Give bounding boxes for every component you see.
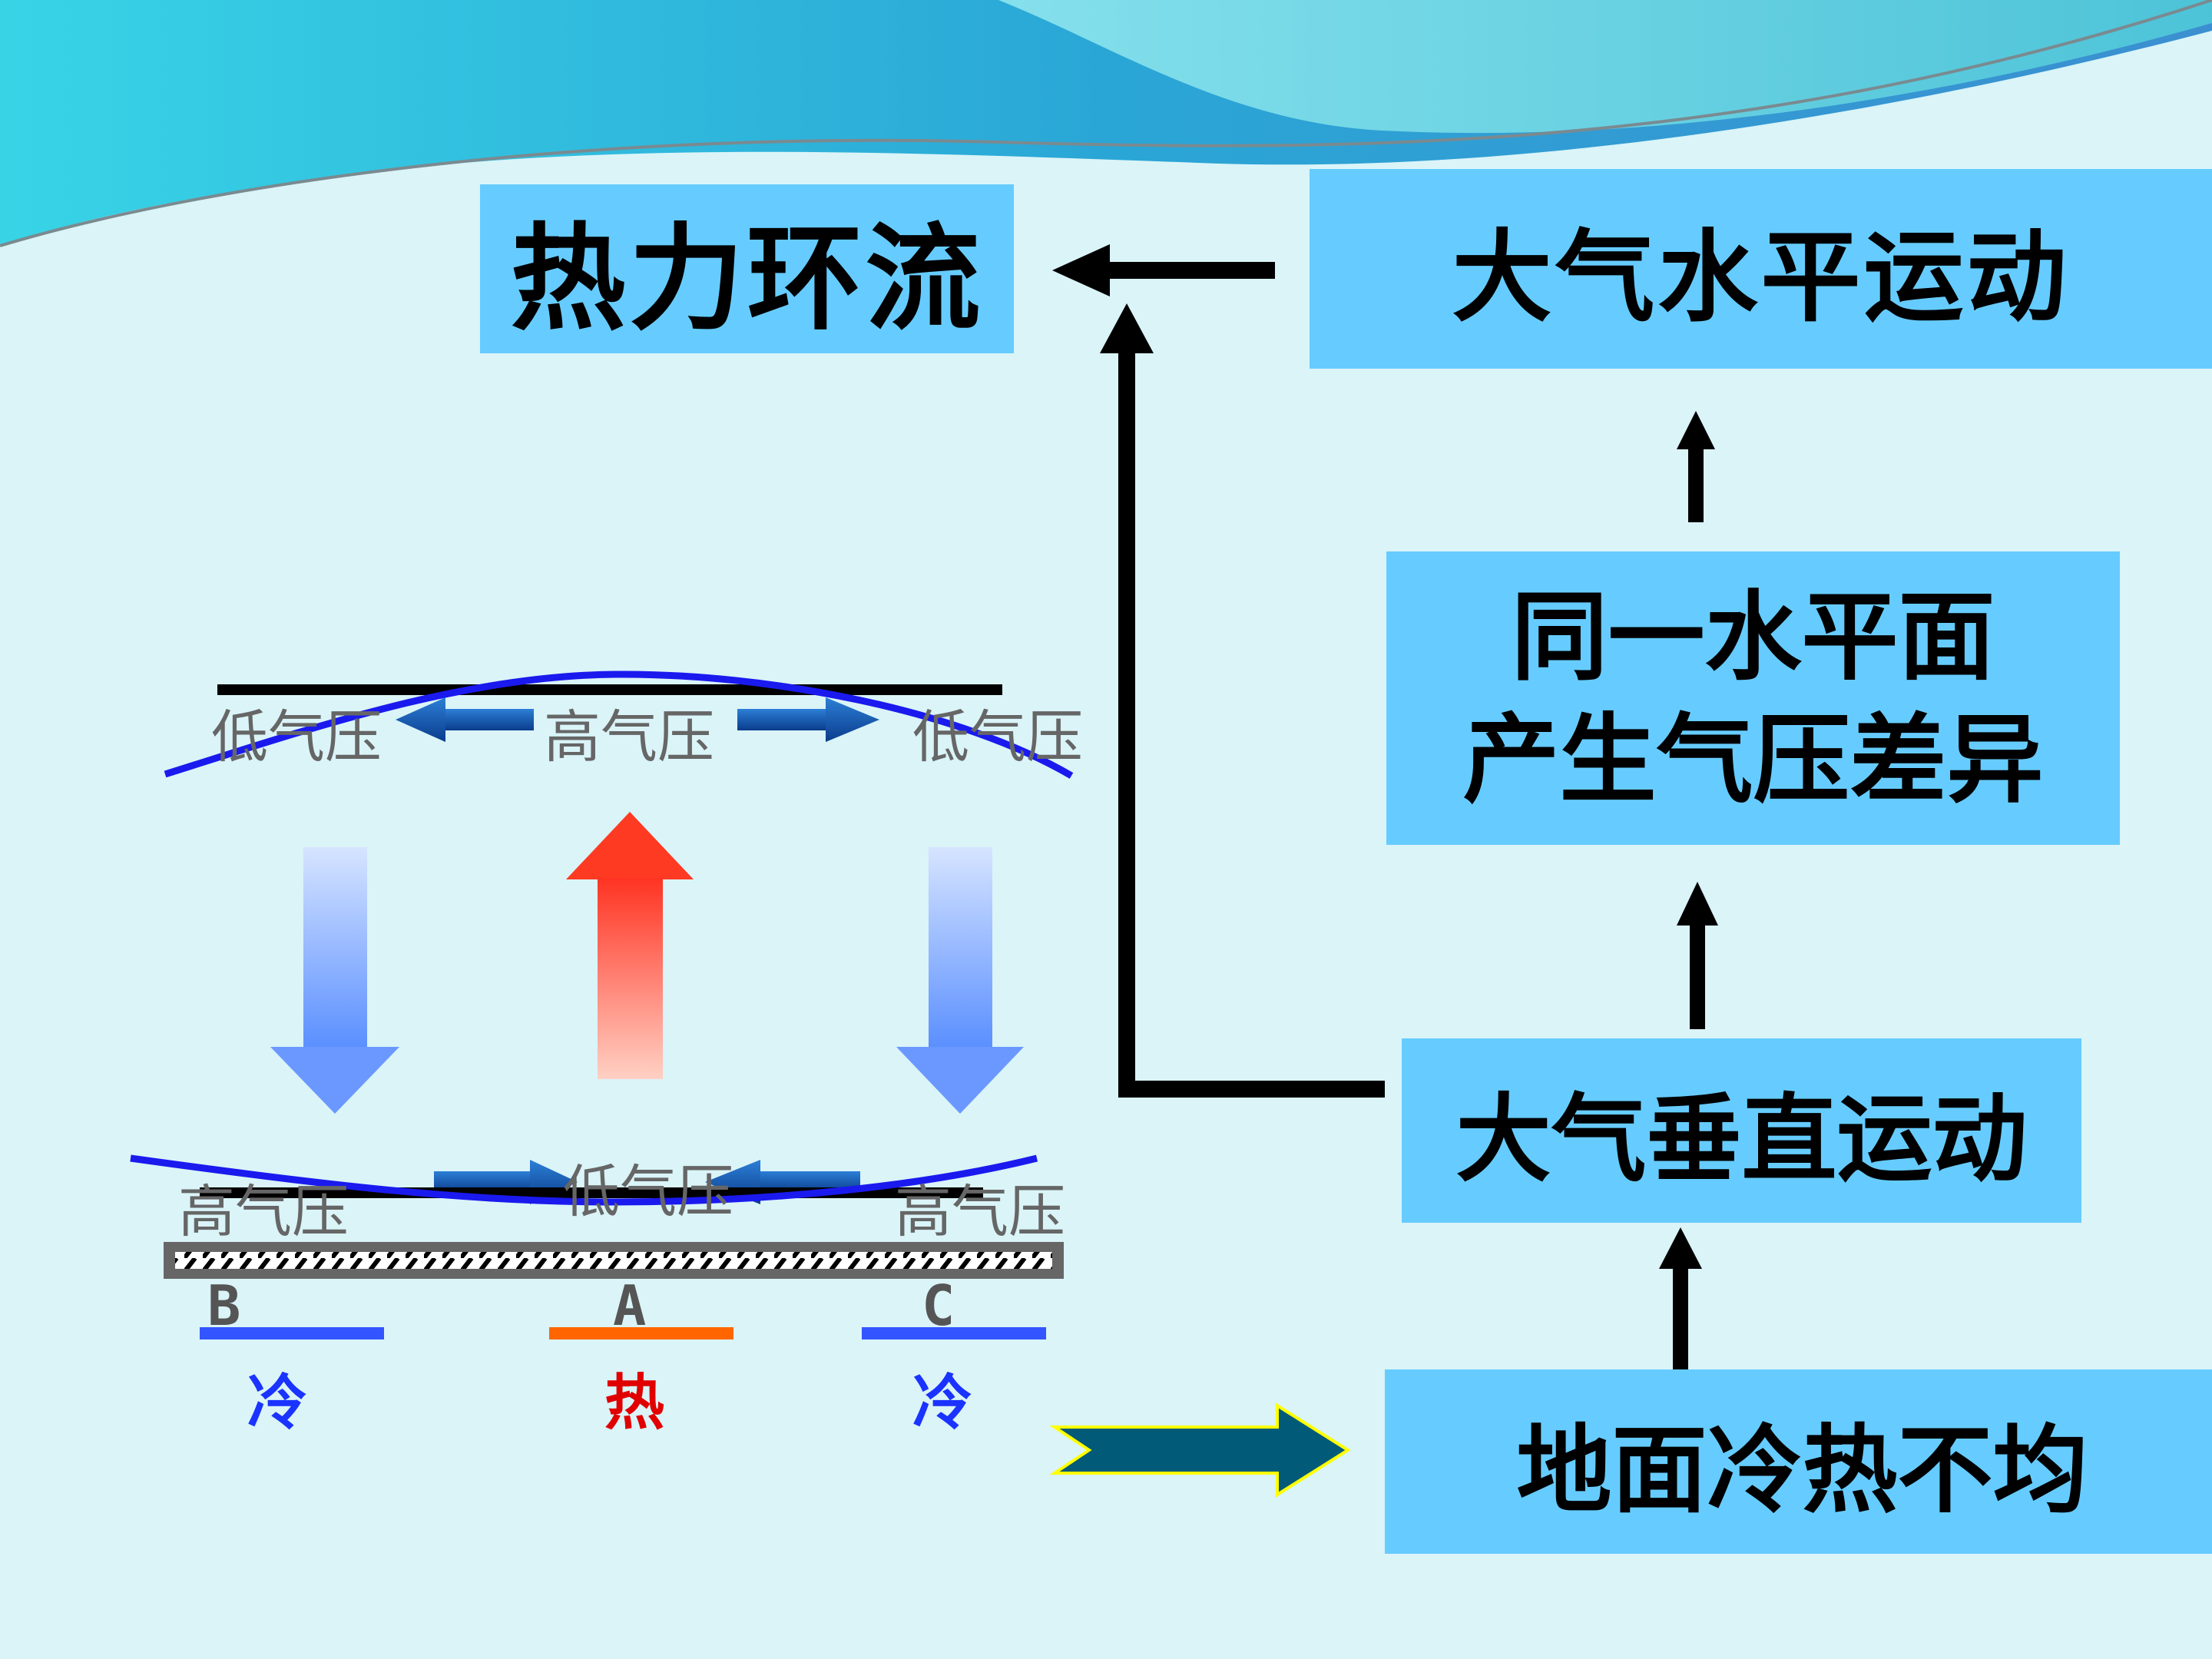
upper-arrow-right (737, 697, 879, 742)
cold-label-c: 冷 (912, 1369, 973, 1438)
lower-left-pressure-label: 高气压 (178, 1179, 349, 1245)
ground-uneven-text: 地面冷热不均 (1516, 1415, 2088, 1526)
upper-level (164, 671, 1074, 779)
upper-left-pressure-label: 低气压 (211, 704, 382, 770)
point-b-label: B (207, 1273, 241, 1338)
horizontal-motion-box: 大气水平运动 (1310, 169, 2212, 369)
ground-uneven-box: 地面冷热不均 (1385, 1369, 2212, 1554)
point-c-label: C (922, 1273, 955, 1338)
title-box: 热力环流 (480, 184, 1014, 353)
vertical-arrows (270, 812, 1024, 1114)
upper-arrow-left (396, 697, 534, 742)
surface-bars (200, 1327, 1046, 1339)
lower-right-pressure-label: 高气压 (895, 1179, 1065, 1245)
flow-arrows (1052, 244, 1718, 1369)
header-wave (0, 0, 2212, 247)
pressure-difference-box: 同一水平面 产生气压差异 (1386, 551, 2120, 845)
down-arrow-left (270, 847, 399, 1114)
pointer-arrow (1049, 1402, 1351, 1498)
pressure-difference-line1: 同一水平面 (1511, 580, 1995, 694)
upper-mid-pressure-label: 高气压 (544, 704, 714, 770)
cold-label-b: 冷 (247, 1369, 308, 1438)
vertical-motion-box: 大气垂直运动 (1402, 1038, 2081, 1223)
pressure-difference-line2: 产生气压差异 (1462, 703, 2044, 816)
down-arrow-right (896, 847, 1024, 1114)
upper-right-pressure-label: 低气压 (912, 704, 1083, 770)
point-a-label: A (613, 1273, 647, 1338)
lower-level (130, 1154, 1038, 1206)
arrow-to-title-head (1052, 244, 1110, 296)
lower-mid-pressure-label: 低气压 (563, 1159, 733, 1225)
ground (164, 1242, 1064, 1279)
vertical-motion-text: 大气垂直运动 (1455, 1084, 2028, 1195)
arrow-up-left-head (1100, 303, 1154, 353)
title-text: 热力环流 (510, 210, 984, 346)
hot-label-a: 热 (604, 1369, 665, 1438)
up-arrow-center (566, 812, 694, 1079)
horizontal-motion-text: 大气水平运动 (1452, 218, 2070, 336)
